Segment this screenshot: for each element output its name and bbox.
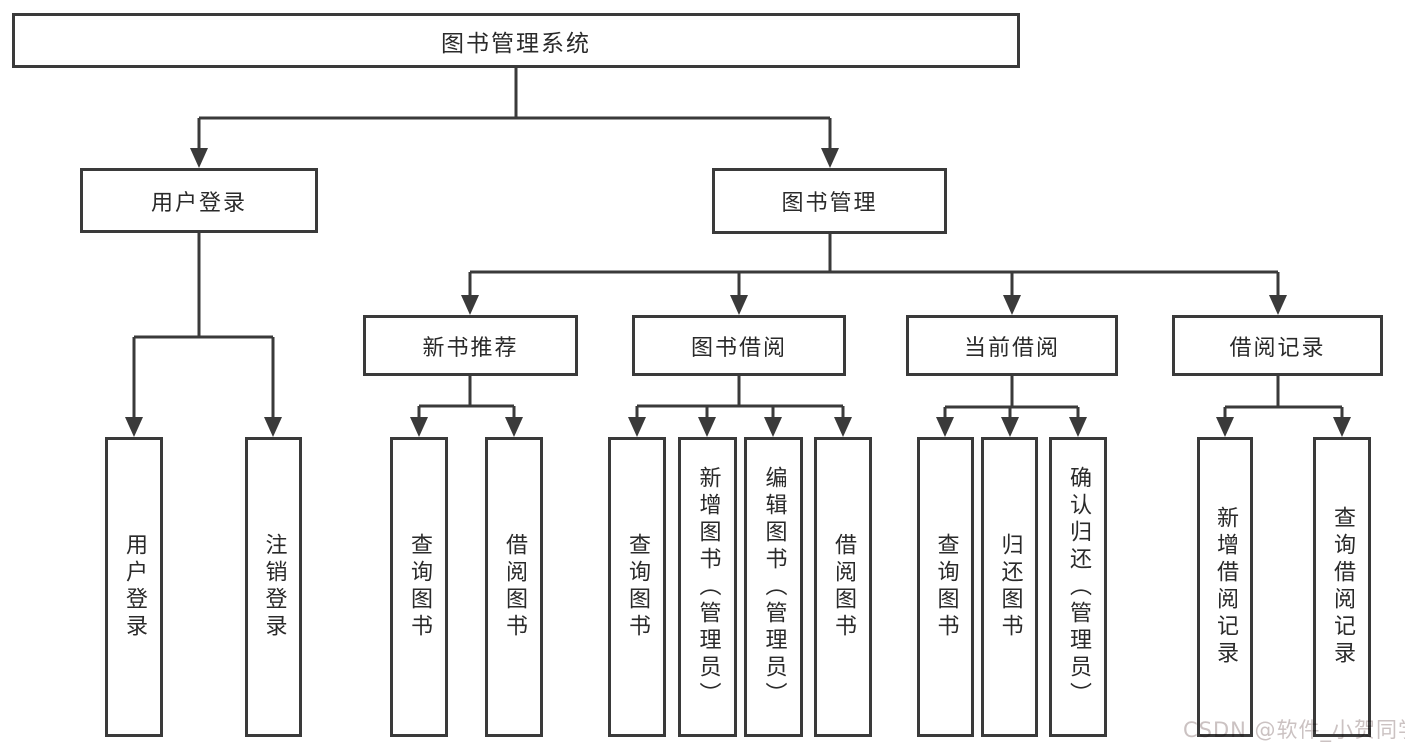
arrowhead [190, 148, 208, 168]
connector-book-borrow-split [635, 376, 845, 419]
arrowhead [1069, 417, 1087, 437]
arrowhead [764, 417, 782, 437]
leaf-query-books-recommend: 查询图书 [390, 437, 448, 737]
connector-new-book-split [417, 376, 516, 419]
leaf-label: 查询图书 [407, 533, 432, 641]
arrowhead [936, 417, 954, 437]
arrowhead [1333, 417, 1351, 437]
arrowhead [1001, 417, 1019, 437]
arrowhead [730, 295, 748, 315]
leaf-label: 新增图书（管理员） [695, 465, 721, 709]
node-book-management: 图书管理 [712, 168, 947, 234]
leaf-add-books-admin: 新增图书（管理员） [678, 437, 737, 737]
arrowhead [505, 417, 523, 437]
leaf-label: 借阅图书 [831, 533, 856, 641]
leaf-borrow-books-recommend: 借阅图书 [485, 437, 543, 737]
leaf-confirm-return-admin: 确认归还（管理员） [1049, 437, 1107, 737]
arrowhead [410, 417, 428, 437]
leaf-label: 借阅图书 [502, 533, 527, 641]
leaf-borrow-books: 借阅图书 [814, 437, 872, 737]
connector-paths [132, 68, 1344, 419]
node-library-management-system: 图书管理系统 [12, 13, 1020, 68]
arrowhead [264, 417, 282, 437]
connector-current-borrow-split [943, 376, 1080, 419]
connector-root-split [197, 68, 832, 152]
arrowheads [125, 148, 1351, 437]
connector-book-management-split [468, 234, 1280, 297]
leaf-add-borrow-record: 新增借阅记录 [1197, 437, 1253, 737]
connector-user-login-split [132, 233, 275, 419]
arrowhead [821, 148, 839, 168]
node-new-book-recommendation: 新书推荐 [363, 315, 578, 376]
leaf-label: 新增借阅记录 [1213, 506, 1238, 668]
connector-borrow-records-split [1223, 376, 1344, 419]
node-book-borrowing: 图书借阅 [632, 315, 846, 376]
leaf-label: 确认归还（管理员） [1066, 465, 1091, 709]
arrowhead [1003, 295, 1021, 315]
arrowhead [461, 295, 479, 315]
leaf-label: 查询图书 [625, 533, 650, 641]
leaf-return-books: 归还图书 [981, 437, 1038, 737]
node-user-login: 用户登录 [80, 168, 318, 233]
arrowhead [628, 417, 646, 437]
arrowhead [125, 417, 143, 437]
leaf-edit-books-admin: 编辑图书（管理员） [744, 437, 803, 737]
leaf-query-books-borrow: 查询图书 [608, 437, 666, 737]
leaf-user-login: 用户登录 [105, 437, 163, 737]
leaf-label: 查询图书 [933, 533, 959, 641]
leaf-label: 归还图书 [997, 533, 1023, 641]
arrowhead [834, 417, 852, 437]
node-borrowing-records: 借阅记录 [1172, 315, 1383, 376]
arrowhead [698, 417, 716, 437]
csdn-watermark: CSDN @软件_小贺同学 [1183, 718, 1405, 742]
leaf-label: 注销登录 [261, 533, 287, 641]
leaf-label: 用户登录 [122, 533, 147, 641]
leaf-label: 编辑图书（管理员） [761, 465, 787, 709]
arrowhead [1216, 417, 1234, 437]
leaf-query-borrow-record: 查询借阅记录 [1313, 437, 1371, 737]
arrowhead [1269, 295, 1287, 315]
leaf-label: 查询借阅记录 [1330, 506, 1355, 668]
leaf-query-books-current: 查询图书 [917, 437, 974, 737]
node-current-borrowing: 当前借阅 [906, 315, 1118, 376]
leaf-logout: 注销登录 [245, 437, 302, 737]
